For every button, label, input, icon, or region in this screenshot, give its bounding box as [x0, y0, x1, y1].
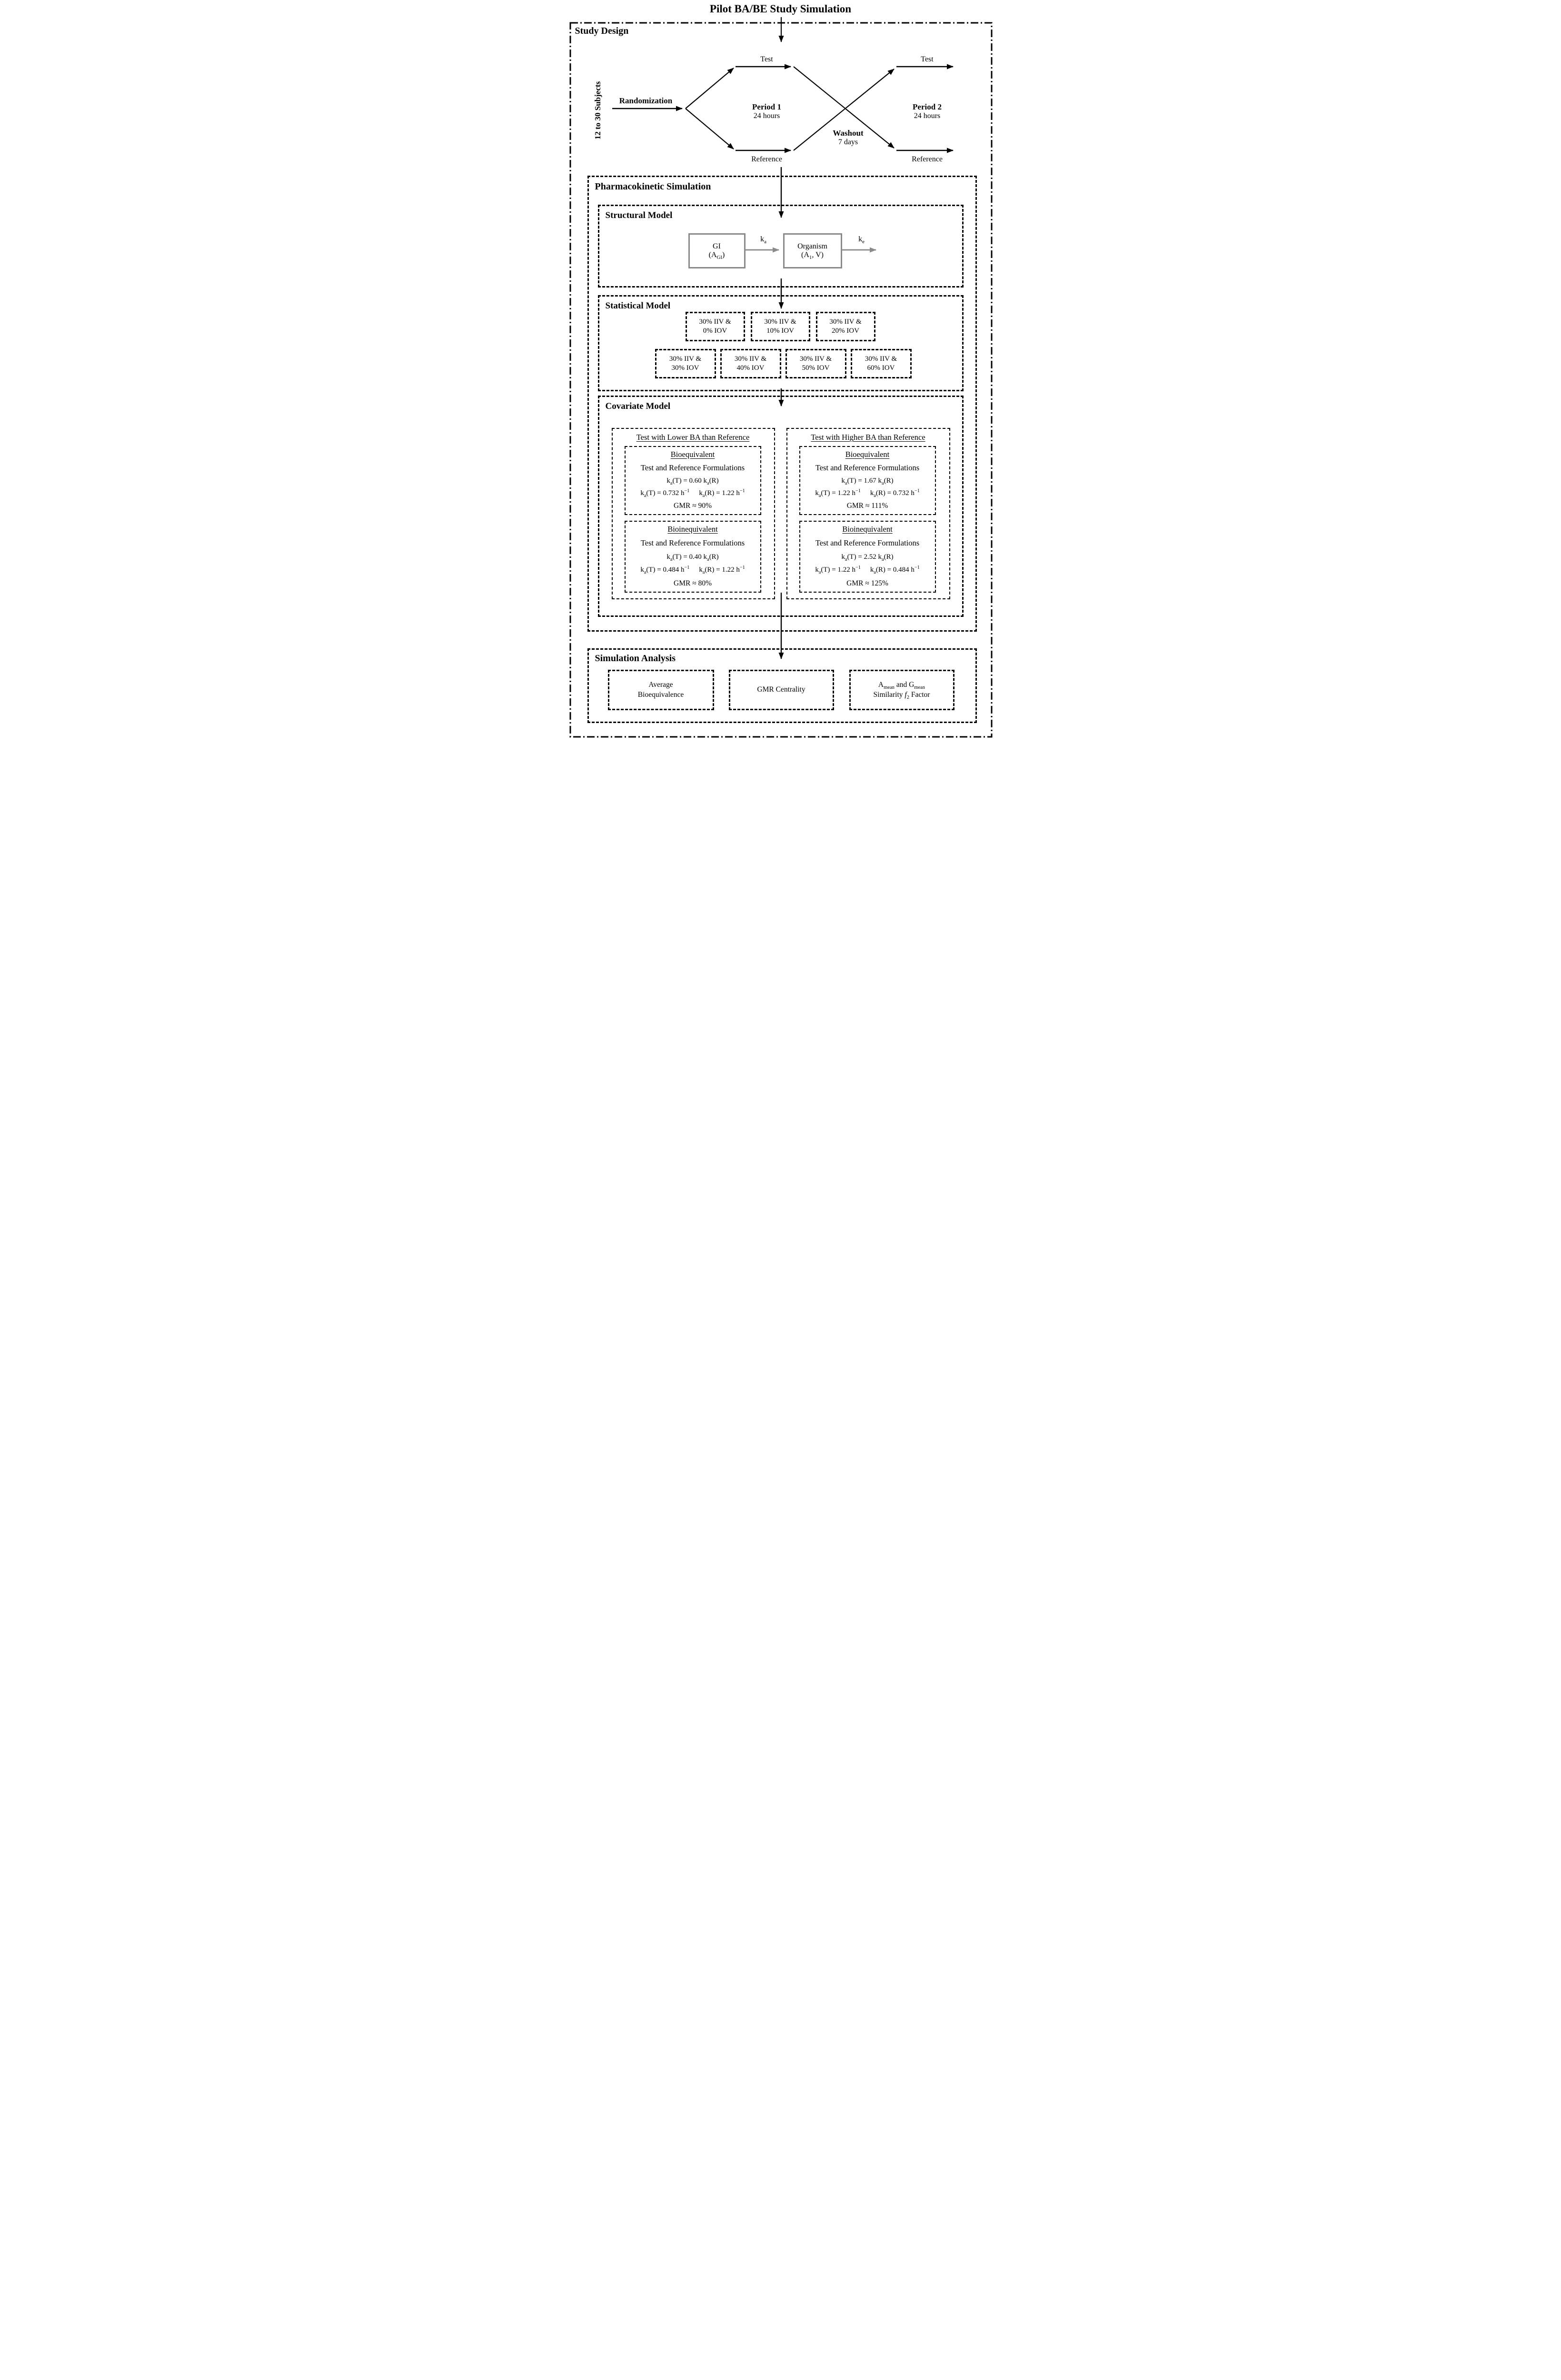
- line-fork-down: [685, 108, 734, 149]
- stat-box-iov30: 30% IIV &30% IOV: [655, 349, 716, 378]
- period1-block: Period 1 24 hours: [752, 102, 781, 120]
- ka-rate-label: ka: [760, 235, 766, 245]
- period1-reference-label: Reference: [751, 155, 782, 163]
- higher-bioequivalent-subtitle: Test and Reference Formulations: [815, 463, 920, 472]
- line-crossover-reference-to-test: [793, 69, 895, 151]
- gi-compartment-box: GI (AGI): [688, 233, 746, 268]
- line-fork-up: [685, 68, 734, 109]
- lower-bioinequivalent-box: Bioinequivalent Test and Reference Formu…: [624, 521, 761, 593]
- gi-param: (AGI): [708, 251, 725, 261]
- higher-bioequivalent-box: Bioequivalent Test and Reference Formula…: [799, 446, 936, 515]
- organism-param: (A1, V): [801, 251, 824, 261]
- covariate-higher-column-box: [786, 428, 950, 599]
- higher-bioequivalent-eq-pair: ka(T) = 1.22 h−1 ka(R) = 0.732 h−1: [815, 488, 920, 498]
- period1-duration: 24 hours: [753, 112, 780, 120]
- period2-name: Period 2: [913, 102, 942, 111]
- structural-model-box: [597, 205, 964, 288]
- study-design-label: Study Design: [575, 26, 629, 36]
- washout-duration: 7 days: [838, 138, 858, 146]
- lower-bioequivalent-title: Bioequivalent: [670, 450, 715, 459]
- lower-bioinequivalent-subtitle: Test and Reference Formulations: [640, 538, 745, 548]
- period2-test-label: Test: [921, 55, 934, 63]
- higher-bioinequivalent-eq-ratio: ka(T) = 2.52 ka(R): [841, 553, 894, 562]
- higher-bioequivalent-eq-ratio: ka(T) = 1.67 ka(R): [841, 476, 894, 486]
- period1-test-label: Test: [760, 55, 773, 63]
- line-crossover-test-to-reference: [793, 66, 895, 149]
- ke-rate-label: ke: [858, 235, 865, 245]
- higher-bioequivalent-title: Bioequivalent: [845, 450, 890, 459]
- stat-box-iov60: 30% IIV &60% IOV: [850, 349, 912, 378]
- washout-block: Washout 7 days: [833, 129, 863, 147]
- simulation-analysis-box: [587, 648, 977, 723]
- pk-simulation-label: Pharmacokinetic Simulation: [595, 181, 711, 192]
- analysis-average-bioequivalence-box: Average Bioequivalence: [607, 670, 714, 710]
- page-title: Pilot BA/BE Study Simulation: [709, 3, 852, 15]
- diagram-lines: [569, 17, 992, 738]
- period2-block: Period 2 24 hours: [913, 102, 942, 120]
- period2-reference-label: Reference: [912, 155, 943, 163]
- period2-duration: 24 hours: [914, 112, 941, 120]
- lower-bioinequivalent-eq-pair: ka(T) = 0.484 h−1 ka(R) = 1.22 h−1: [640, 565, 745, 575]
- covariate-model-label: Covariate Model: [605, 401, 671, 411]
- analysis-similarity-factor-box: Amean and Gmean Similarity f2 Factor: [849, 670, 954, 710]
- lower-bioinequivalent-eq-ratio: ka(T) = 0.40 ka(R): [666, 553, 719, 562]
- stat-box-iov40: 30% IIV &40% IOV: [720, 349, 781, 378]
- lower-bioequivalent-subtitle: Test and Reference Formulations: [640, 463, 745, 472]
- period1-name: Period 1: [752, 102, 781, 111]
- structural-model-label: Structural Model: [605, 210, 673, 220]
- higher-bioinequivalent-box: Bioinequivalent Test and Reference Formu…: [799, 521, 936, 593]
- organism-compartment-box: Organism (A1, V): [783, 233, 842, 268]
- statistical-model-label: Statistical Model: [605, 301, 671, 311]
- covariate-lower-header: Test with Lower BA than Reference: [636, 433, 750, 442]
- stat-box-iov10: 30% IIV &10% IOV: [750, 312, 810, 341]
- higher-bioinequivalent-eq-pair: ka(T) = 1.22 h−1 ka(R) = 0.484 h−1: [815, 565, 920, 575]
- lower-bioinequivalent-gmr: GMR ≈ 80%: [674, 579, 712, 587]
- lower-bioequivalent-eq-ratio: ka(T) = 0.60 ka(R): [666, 476, 719, 486]
- organism-name: Organism: [797, 242, 827, 250]
- lower-bioinequivalent-title: Bioinequivalent: [667, 525, 718, 534]
- statistical-model-box: [597, 295, 964, 391]
- lower-bioequivalent-gmr: GMR ≈ 90%: [674, 501, 712, 510]
- higher-bioinequivalent-subtitle: Test and Reference Formulations: [815, 538, 920, 548]
- higher-bioinequivalent-gmr: GMR ≈ 125%: [846, 579, 888, 587]
- washout-name: Washout: [833, 129, 864, 138]
- subjects-label: 12 to 30 Subjects: [593, 81, 602, 140]
- covariate-lower-column-box: [611, 428, 775, 599]
- lower-bioequivalent-box: Bioequivalent Test and Reference Formula…: [624, 446, 761, 515]
- gi-name: GI: [713, 242, 721, 250]
- stat-box-iov50: 30% IIV &50% IOV: [785, 349, 846, 378]
- higher-bioinequivalent-title: Bioinequivalent: [842, 525, 893, 534]
- covariate-higher-header: Test with Higher BA than Reference: [811, 433, 925, 442]
- lower-bioequivalent-eq-pair: ka(T) = 0.732 h−1 ka(R) = 1.22 h−1: [640, 488, 745, 498]
- simulation-analysis-label: Simulation Analysis: [595, 653, 676, 664]
- stat-box-iov0: 30% IIV &0% IOV: [685, 312, 745, 341]
- randomization-label: Randomization: [619, 96, 673, 105]
- pk-simulation-box: [587, 176, 977, 632]
- stat-box-iov20: 30% IIV &20% IOV: [815, 312, 875, 341]
- covariate-model-box: [597, 396, 964, 617]
- analysis-gmr-centrality-box: GMR Centrality: [728, 670, 834, 710]
- diagram-page: Pilot BA/BE Study Simulation Study Desig…: [566, 0, 995, 741]
- higher-bioequivalent-gmr: GMR ≈ 111%: [846, 501, 888, 510]
